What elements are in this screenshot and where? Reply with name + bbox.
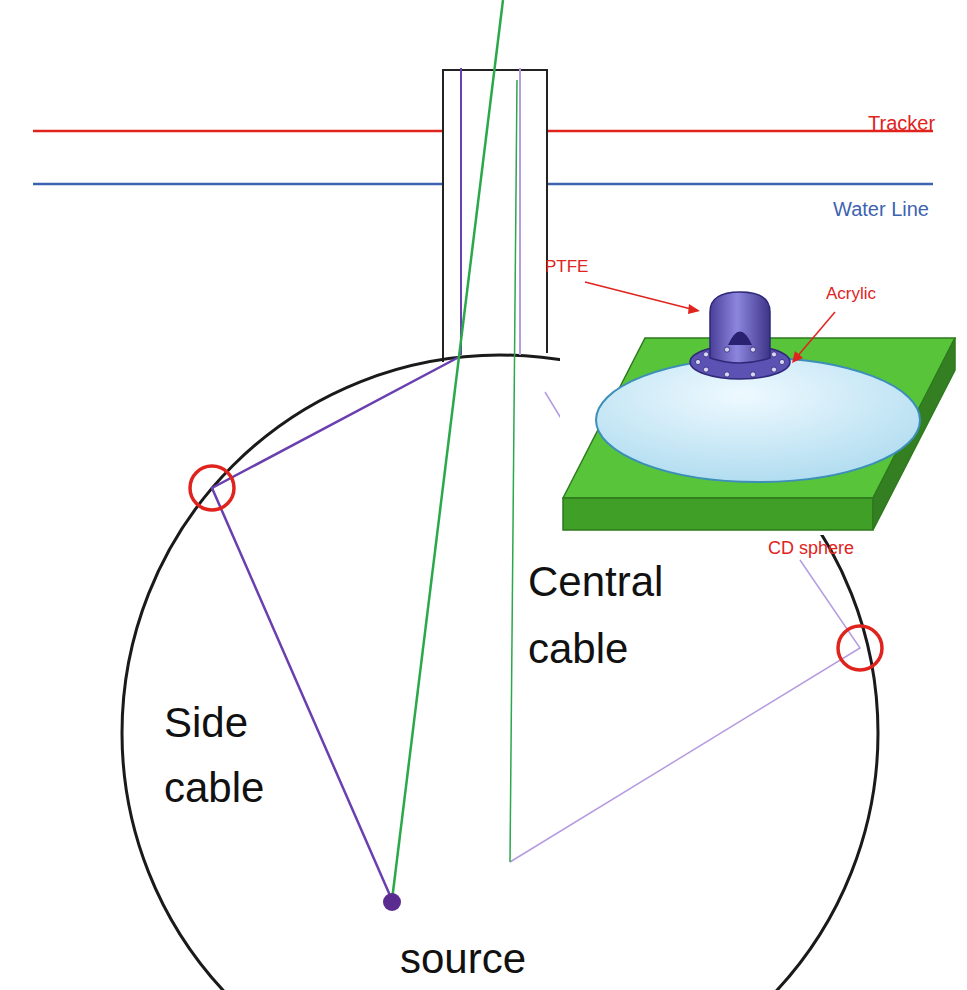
leader-line — [585, 282, 695, 310]
central-cable — [392, 0, 503, 900]
bolt — [771, 367, 776, 372]
cable-label: Central cable — [528, 548, 703, 682]
side-cable — [519, 68, 521, 355]
bolt — [703, 352, 708, 357]
source-label: source — [400, 935, 526, 983]
side-cable — [545, 392, 562, 420]
arrowhead — [792, 351, 803, 363]
chimney — [443, 70, 547, 362]
water-line — [547, 183, 933, 186]
bolt — [695, 359, 700, 364]
arrowhead — [688, 304, 700, 314]
tracker-label: Tracker — [868, 112, 935, 135]
bolt — [771, 352, 776, 357]
bolts — [695, 347, 784, 377]
bolt — [779, 359, 784, 364]
side-cable — [510, 560, 860, 862]
leader-line — [796, 312, 835, 358]
source-dot — [383, 893, 401, 911]
water-line — [33, 183, 443, 186]
side-cable — [212, 357, 459, 900]
bolt — [703, 367, 708, 372]
green-plate — [563, 498, 873, 530]
contact-marker — [190, 466, 234, 510]
ptfe-opening — [728, 332, 752, 346]
central-cable — [510, 80, 517, 862]
ptfe-dome — [710, 292, 770, 363]
water-line-label: Water Line — [833, 198, 929, 221]
cable-label: Side cable — [164, 690, 304, 820]
bolt — [750, 347, 755, 352]
bolt — [724, 372, 729, 377]
side-cable — [460, 68, 462, 355]
bolt — [750, 372, 755, 377]
tracker-line — [33, 130, 443, 133]
contact-marker — [838, 626, 882, 670]
part-name: PTFE — [545, 257, 588, 277]
part-name: Acrylic — [826, 284, 876, 304]
part-name: CD sphere — [768, 538, 854, 559]
bolt — [724, 347, 729, 352]
